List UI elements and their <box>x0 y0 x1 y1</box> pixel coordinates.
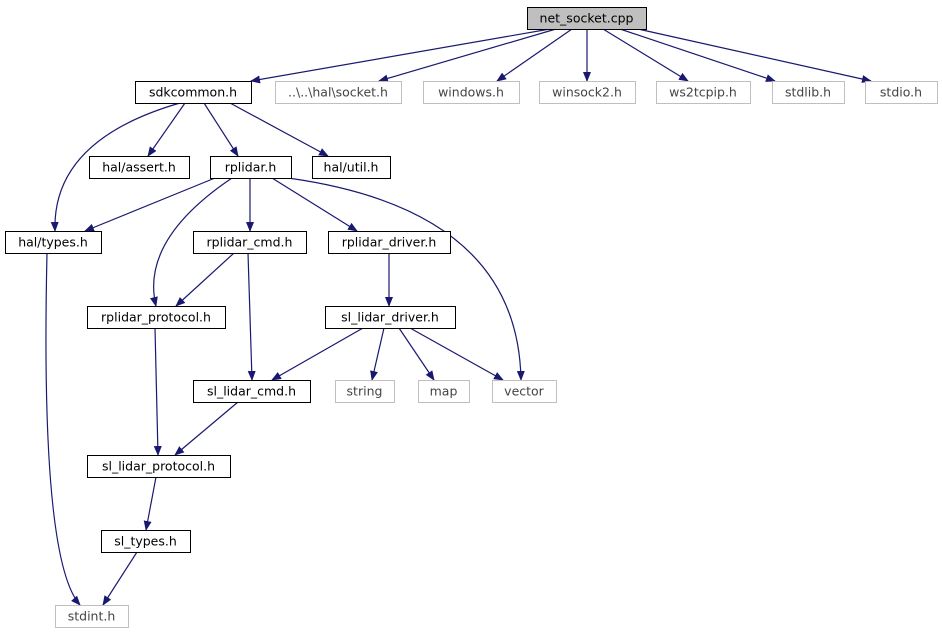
node-hal-util[interactable]: hal/util.h <box>312 156 391 179</box>
node-vector[interactable]: vector <box>492 380 557 403</box>
node-rplidar-cmd[interactable]: rplidar_cmd.h <box>193 231 307 254</box>
node-sl-types[interactable]: sl_types.h <box>101 530 191 553</box>
edge-sl_lidar_cmd-to-sl_lidar_protocol <box>174 401 239 456</box>
node-label: windows.h <box>438 85 504 100</box>
node-box <box>89 156 190 179</box>
node-label: net_socket.cpp <box>540 11 634 26</box>
node-label: sl_lidar_driver.h <box>341 310 439 325</box>
node-box <box>527 7 647 30</box>
node-rplidar-protocol[interactable]: rplidar_protocol.h <box>87 306 226 329</box>
node-label: map <box>430 384 458 399</box>
edge-sdkcommon-to-rplidar <box>203 102 239 157</box>
edge-net_socket-to-windows <box>496 28 573 82</box>
edge-rplidar-to-vector <box>287 177 525 381</box>
node-label: hal/util.h <box>324 160 379 175</box>
edge-sdkcommon-to-hal_assert <box>147 102 186 157</box>
node-box <box>193 380 311 403</box>
node-box <box>539 81 636 104</box>
edge-rplidar-to-rplidar_driver <box>271 177 358 232</box>
edge-net_socket-to-sdkcommon <box>250 28 551 84</box>
node-label: rplidar_protocol.h <box>101 310 211 325</box>
edge-rplidar_protocol-to-sl_lidar_protocol <box>153 327 162 456</box>
node-stdlib[interactable]: stdlib.h <box>772 81 845 104</box>
node-label: string <box>347 384 383 399</box>
node-rplidar[interactable]: rplidar.h <box>210 156 292 179</box>
node-box <box>5 231 102 254</box>
edge-net_socket-to-stdlib <box>619 28 776 82</box>
node-stdint[interactable]: stdint.h <box>55 605 129 628</box>
edges-layer <box>45 28 872 606</box>
node-box <box>656 81 751 104</box>
node-winsock2[interactable]: winsock2.h <box>539 81 636 104</box>
node-label: winsock2.h <box>552 85 622 100</box>
node-box <box>865 81 938 104</box>
node-label: sl_lidar_protocol.h <box>102 459 215 474</box>
node-label: sl_lidar_cmd.h <box>207 384 296 399</box>
edge-sl_lidar_driver-to-sl_lidar_cmd <box>271 327 364 381</box>
edge-sdkcommon-to-hal_types <box>50 102 181 232</box>
node-string[interactable]: string <box>335 380 395 403</box>
node-box <box>772 81 845 104</box>
node-label: hal/types.h <box>18 235 88 250</box>
node-label: rplidar_driver.h <box>342 235 437 250</box>
node-sl-lidar-cmd[interactable]: sl_lidar_cmd.h <box>193 380 311 403</box>
node-box <box>325 306 456 329</box>
node-label: stdio.h <box>880 85 922 100</box>
node-sl-lidar-protocol[interactable]: sl_lidar_protocol.h <box>87 455 231 478</box>
node-label: ws2tcpip.h <box>669 85 737 100</box>
edge-rplidar-to-rplidar_protocol <box>149 177 233 307</box>
node-label: stdint.h <box>68 609 116 624</box>
node-box <box>87 306 226 329</box>
node-ws2tcpip[interactable]: ws2tcpip.h <box>656 81 751 104</box>
edge-net_socket-to-hal_socket <box>378 28 557 83</box>
node-label: vector <box>504 384 545 399</box>
node-label: ..\..\hal\socket.h <box>288 85 388 100</box>
node-label: sl_types.h <box>114 534 177 549</box>
node-label: sdkcommon.h <box>149 85 237 100</box>
node-label: hal/assert.h <box>102 160 176 175</box>
node-hal-assert[interactable]: hal/assert.h <box>89 156 190 179</box>
node-label: rplidar_cmd.h <box>207 235 293 250</box>
node-box <box>275 81 402 104</box>
node-windows[interactable]: windows.h <box>423 81 520 104</box>
edge-rplidar_cmd-to-sl_lidar_cmd <box>247 252 256 381</box>
node-stdio[interactable]: stdio.h <box>865 81 938 104</box>
edge-hal_types-to-stdint <box>45 252 81 606</box>
node-box <box>55 605 129 628</box>
node-box <box>418 380 470 403</box>
nodes-layer: net_socket.cpp sdkcommon.h ..\..\hal\socke… <box>5 7 938 628</box>
node-box <box>423 81 520 104</box>
edge-rplidar-to-hal_types <box>84 177 216 232</box>
node-box <box>328 231 451 254</box>
edge-sdkcommon-to-hal_util <box>229 102 329 157</box>
node-box <box>193 231 307 254</box>
node-box <box>87 455 231 478</box>
edge-net_socket-to-stdio <box>637 28 872 83</box>
edge-sl_types-to-stdint <box>102 551 138 606</box>
node-box <box>135 81 252 104</box>
node-box <box>312 156 391 179</box>
edge-sl_lidar_protocol-to-sl_types <box>143 476 157 531</box>
node-hal-socket[interactable]: ..\..\hal\socket.h <box>275 81 402 104</box>
node-sl-lidar-driver[interactable]: sl_lidar_driver.h <box>325 306 456 329</box>
node-map[interactable]: map <box>418 380 470 403</box>
node-label: rplidar.h <box>225 160 277 175</box>
node-sdkcommon[interactable]: sdkcommon.h <box>135 81 252 104</box>
node-box <box>335 380 395 403</box>
node-net-socket[interactable]: net_socket.cpp <box>527 7 647 30</box>
node-box <box>101 530 191 553</box>
edge-sl_lidar_driver-to-map <box>398 327 435 381</box>
node-rplidar-driver[interactable]: rplidar_driver.h <box>328 231 451 254</box>
edge-rplidar_cmd-to-rplidar_protocol <box>175 252 235 307</box>
node-box <box>210 156 292 179</box>
edge-sl_lidar_driver-to-vector <box>409 327 504 381</box>
edge-net_socket-to-ws2tcpip <box>602 28 689 82</box>
node-label: stdlib.h <box>785 85 831 100</box>
edge-sl_lidar_driver-to-string <box>370 327 385 381</box>
node-hal-types[interactable]: hal/types.h <box>5 231 102 254</box>
node-box <box>492 380 557 403</box>
